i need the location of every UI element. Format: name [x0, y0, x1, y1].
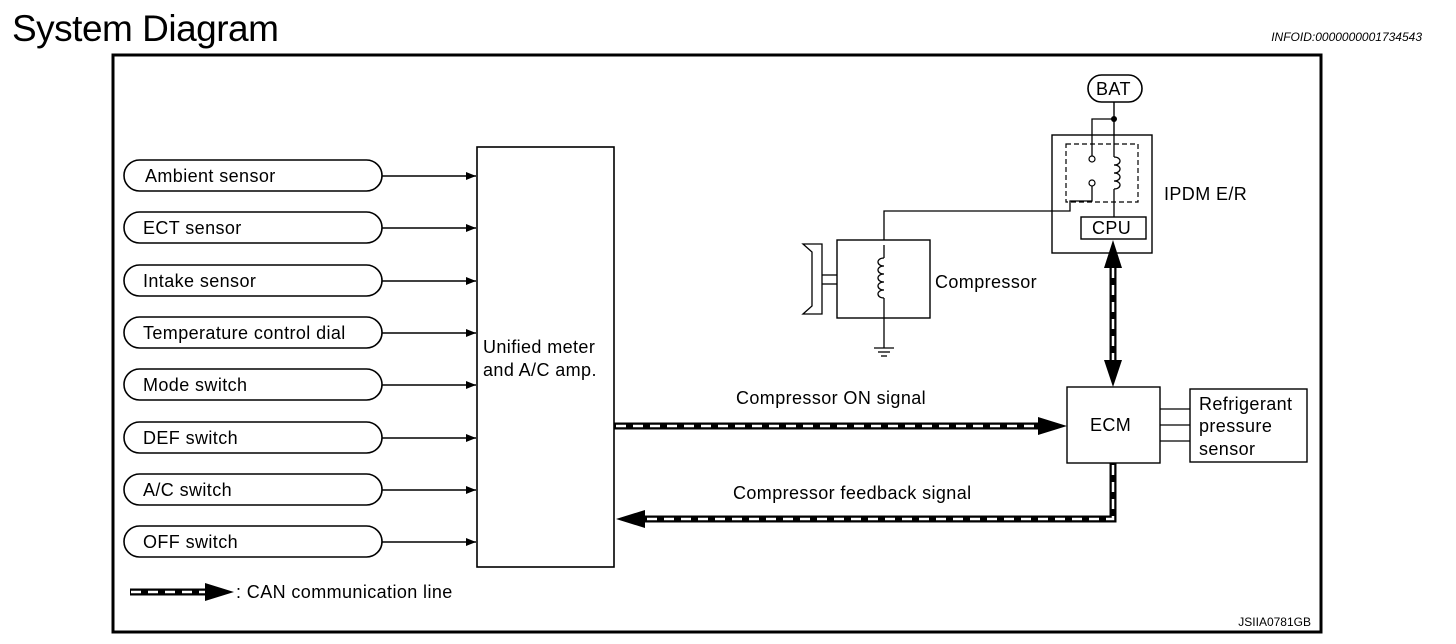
input-label: Intake sensor: [143, 271, 256, 291]
page-title: System Diagram: [12, 8, 279, 49]
signal-feedback-label: Compressor feedback signal: [733, 483, 972, 503]
input-group: Ambient sensor ECT sensor Intake sensor …: [123, 159, 476, 558]
ecm-label: ECM: [1090, 415, 1131, 435]
input-def-switch: DEF switch: [123, 421, 476, 454]
legend: : CAN communication line: [130, 582, 453, 602]
unified-meter-ac-amp-block: Unified meter and A/C amp.: [476, 146, 615, 568]
input-off-switch: OFF switch: [123, 525, 476, 558]
refrigerant-label-line1: Refrigerant: [1199, 394, 1292, 414]
compressor-label: Compressor: [935, 272, 1037, 292]
refrigerant-label-line2: pressure: [1199, 416, 1272, 436]
input-label: Ambient sensor: [145, 166, 276, 186]
ecm-block: ECM: [1066, 386, 1190, 464]
amp-label-line1: Unified meter: [483, 337, 595, 357]
input-ambient-sensor: Ambient sensor: [123, 159, 476, 192]
can-line-compressor-feedback: Compressor feedback signal: [616, 463, 1117, 528]
input-label: Temperature control dial: [143, 323, 346, 343]
legend-label: : CAN communication line: [236, 582, 453, 602]
input-label: OFF switch: [143, 532, 238, 552]
input-ect-sensor: ECT sensor: [123, 211, 476, 244]
refrigerant-pressure-sensor-block: Refrigerant pressure sensor: [1189, 388, 1308, 463]
compressor-block: Compressor: [801, 239, 1037, 357]
input-temperature-control-dial: Temperature control dial: [123, 316, 476, 349]
legend-arrow-icon: [205, 583, 234, 601]
can-line-compressor-on: Compressor ON signal: [614, 388, 1067, 435]
refrigerant-label-line3: sensor: [1199, 439, 1255, 459]
input-intake-sensor: Intake sensor: [123, 264, 476, 297]
input-label: Mode switch: [143, 375, 247, 395]
cpu-label: CPU: [1092, 218, 1131, 238]
ipdm-er-block: CPU IPDM E/R: [883, 118, 1247, 254]
signal-on-label: Compressor ON signal: [736, 388, 926, 408]
diagram-frame: [111, 53, 1323, 634]
cpu-box: [1080, 216, 1147, 240]
input-label: A/C switch: [143, 480, 232, 500]
battery-symbol: BAT: [1087, 74, 1143, 135]
info-id: INFOID:0000000001734543: [1271, 30, 1422, 44]
input-ac-switch: A/C switch: [123, 473, 476, 506]
figure-id: JSIIA0781GB: [1238, 615, 1311, 629]
bat-label: BAT: [1096, 79, 1131, 99]
input-label: ECT sensor: [143, 218, 242, 238]
can-line-ipdm-ecm: [1104, 240, 1122, 387]
input-mode-switch: Mode switch: [123, 368, 476, 401]
input-label: DEF switch: [143, 428, 238, 448]
amp-label-line2: and A/C amp.: [483, 360, 597, 380]
ipdm-label: IPDM E/R: [1164, 184, 1247, 204]
